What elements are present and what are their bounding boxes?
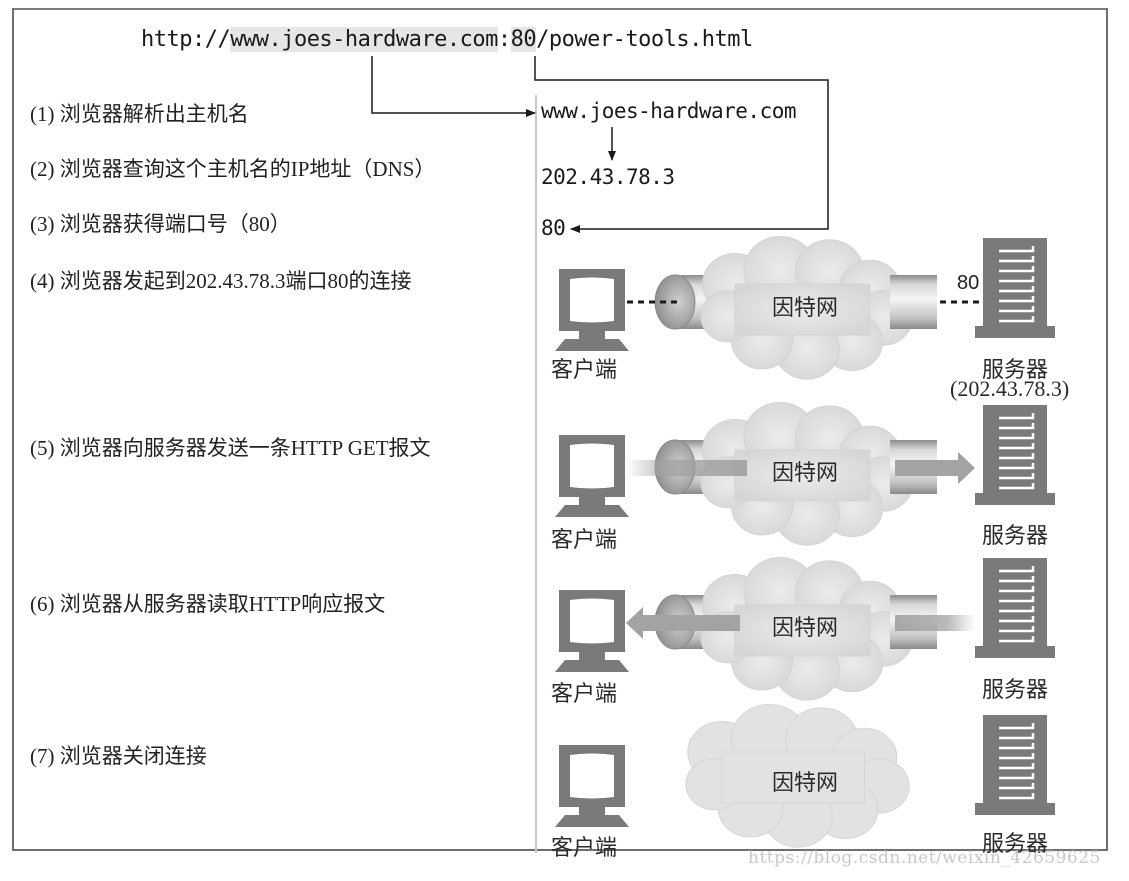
scene-connect — [555, 235, 1057, 380]
url-colon: : — [497, 27, 511, 52]
url-scheme: http:// — [141, 27, 231, 52]
scene-request — [555, 401, 1057, 546]
step-6: (6) 浏览器从服务器读取HTTP响应报文 — [30, 592, 386, 616]
server-icon — [973, 556, 1057, 660]
internet-label: 因特网 — [772, 295, 839, 320]
client-label: 客户端 — [551, 681, 618, 706]
client-monitor-icon — [555, 745, 629, 827]
resolved-ip: 202.43.78.3 — [541, 165, 675, 189]
server-label: 服务器 — [982, 831, 1049, 856]
scene-response — [555, 556, 1057, 701]
url-path: /power-tools.html — [536, 27, 753, 52]
client-monitor-icon — [555, 590, 629, 672]
step-1: (1) 浏览器解析出主机名 — [30, 102, 249, 126]
diagram-frame — [12, 8, 1108, 851]
step-7: (7) 浏览器关闭连接 — [30, 744, 207, 768]
column-divider — [535, 95, 537, 853]
client-label: 客户端 — [551, 357, 618, 382]
step-4: (4) 浏览器发起到202.43.78.3端口80的连接 — [30, 269, 412, 293]
client-monitor-icon — [555, 269, 629, 351]
url-host: www.joes-hardware.com — [230, 27, 498, 52]
server-ip-label: (202.43.78.3) — [950, 376, 1070, 401]
step-5: (5) 浏览器向服务器发送一条HTTP GET报文 — [30, 436, 431, 460]
url-port: 80 — [510, 27, 537, 52]
server-port-label: 80 — [957, 272, 980, 294]
url-text: http://www.joes-hardware.com:80/power-to… — [141, 24, 753, 56]
server-label: 服务器 — [982, 523, 1049, 548]
server-label: 服务器 — [982, 677, 1049, 702]
internet-label: 因特网 — [772, 615, 839, 640]
watermark: https://blog.csdn.net/weixin_42659625 — [748, 848, 1101, 868]
internet-label: 因特网 — [772, 460, 839, 485]
client-label: 客户端 — [551, 835, 618, 860]
client-monitor-icon — [555, 435, 629, 517]
url-connector-host — [371, 56, 536, 117]
url-connector-port — [534, 56, 829, 233]
resolved-hostname: www.joes-hardware.com — [541, 99, 797, 123]
server-icon — [973, 403, 1057, 507]
server-icon — [973, 236, 1057, 340]
server-icon — [973, 713, 1057, 817]
server-label: 服务器 — [982, 357, 1049, 382]
resolved-port: 80 — [541, 216, 566, 240]
client-label: 客户端 — [551, 527, 618, 552]
step-2: (2) 浏览器查询这个主机名的IP地址（DNS） — [30, 157, 436, 181]
step-3: (3) 浏览器获得端口号（80） — [30, 212, 291, 236]
internet-label: 因特网 — [772, 770, 839, 795]
